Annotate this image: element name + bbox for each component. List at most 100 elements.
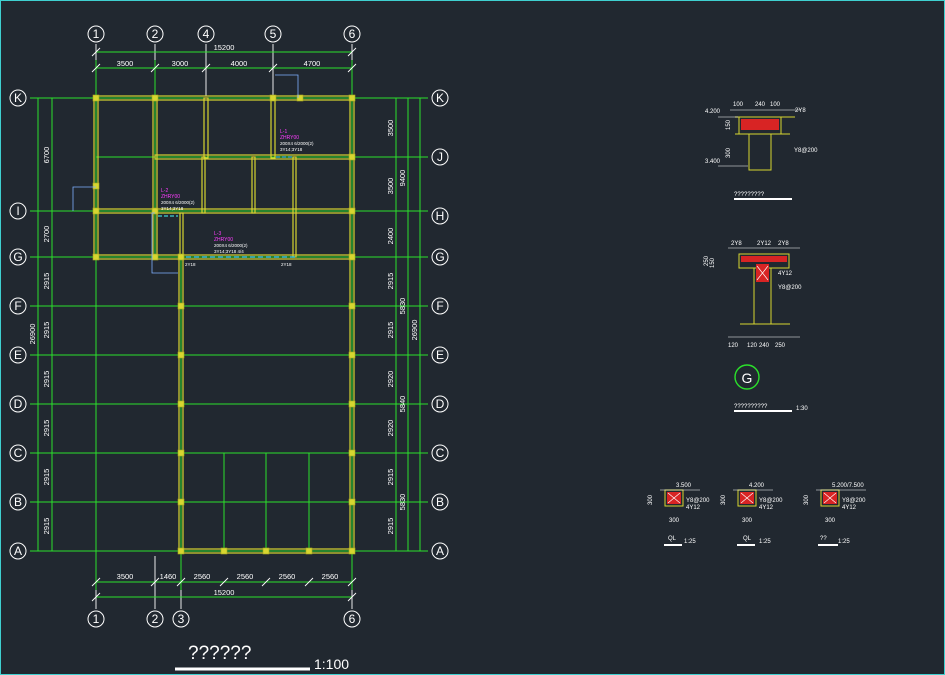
rebar-label: 2Y18 bbox=[185, 262, 196, 267]
dim-left-span: 2915 bbox=[42, 469, 51, 486]
axis-top-2: 2 bbox=[152, 27, 159, 41]
axis-left-K: K bbox=[14, 91, 22, 105]
beam-bars: 3Y14;3Y18 bbox=[161, 206, 184, 211]
axis-left-E: E bbox=[14, 348, 22, 362]
section-width: 300 bbox=[742, 518, 753, 524]
axis-right-E: E bbox=[436, 348, 444, 362]
left-axis-bubbles: K I G F E D C B A bbox=[9, 89, 27, 560]
axis-left-D: D bbox=[14, 397, 23, 411]
dim-top-span: 4700 bbox=[304, 59, 321, 68]
top-dimensions: 15200 3500 3000 4000 4700 bbox=[117, 43, 321, 68]
section-label: QL bbox=[668, 536, 677, 542]
section-bars: 4Y12 bbox=[842, 505, 857, 511]
axis-left-I: I bbox=[16, 204, 19, 218]
axis-left-F: F bbox=[14, 299, 21, 313]
detail-dim: 100 bbox=[733, 102, 744, 108]
section-1: 3.500 Y8@200 4Y12 300 300 QL 1:25 bbox=[648, 483, 710, 546]
dim-left-span: 2915 bbox=[42, 273, 51, 290]
dim-bottom-span: 1460 bbox=[160, 572, 177, 581]
dim-right-inner: 2915 bbox=[386, 273, 395, 290]
grid-lines bbox=[30, 51, 428, 598]
right-axis-bubbles: K J H G F E D C B A bbox=[431, 89, 449, 560]
axis-right-C: C bbox=[436, 446, 445, 460]
dim-right-total: 26900 bbox=[410, 320, 419, 341]
axis-bottom-3: 3 bbox=[178, 612, 185, 626]
detail-bottom-dim: 240 bbox=[759, 343, 770, 349]
detail-dim: 100 bbox=[770, 102, 781, 108]
dim-top-span: 4000 bbox=[231, 59, 248, 68]
column-nodes bbox=[92, 94, 356, 555]
dim-top-span: 3000 bbox=[172, 59, 189, 68]
axis-right-D: D bbox=[436, 397, 445, 411]
section-2: 4.200 Y8@200 4Y12 300 300 QL 1:25 bbox=[721, 483, 783, 546]
axis-left-A: A bbox=[14, 544, 22, 558]
section-height: 300 bbox=[648, 494, 654, 505]
beam-size: ZHRY00 bbox=[214, 237, 233, 243]
beam-mark: L-2 bbox=[161, 188, 168, 194]
axis-right-B: B bbox=[436, 495, 444, 509]
detail-caption-scale: 1:30 bbox=[796, 406, 808, 412]
bottom-axis-bubbles: 1 2 3 6 bbox=[87, 610, 361, 628]
dim-left-span: 2915 bbox=[42, 420, 51, 437]
dim-right-mid: 5830 bbox=[398, 494, 407, 511]
section-width: 300 bbox=[669, 518, 680, 524]
detail-note: Y8@200 bbox=[794, 148, 818, 154]
dim-top-total: 15200 bbox=[214, 43, 235, 52]
detail-side: 150 bbox=[710, 257, 716, 268]
beam-stirrup: 200X4 6/2000(2) bbox=[214, 243, 248, 248]
section-label: QL bbox=[743, 536, 752, 542]
dim-right-inner: 2920 bbox=[386, 371, 395, 388]
dim-bottom-span: 2560 bbox=[237, 572, 254, 581]
detail-bottom-dim: 120 bbox=[747, 343, 758, 349]
section-bars: 4Y12 bbox=[686, 505, 701, 511]
beam-size: ZHRY00 bbox=[161, 194, 180, 200]
beam-stirrup: 200X4 6/2000(2) bbox=[280, 141, 314, 146]
section-height: 300 bbox=[721, 494, 727, 505]
detail-dim: 240 bbox=[755, 102, 766, 108]
axis-left-G: G bbox=[13, 250, 22, 264]
axis-right-G: G bbox=[435, 250, 444, 264]
axis-left-C: C bbox=[14, 446, 23, 460]
detail-circle-label: G bbox=[742, 370, 753, 386]
detail-dim: 2Y8 bbox=[778, 241, 789, 247]
section-scale: 1:25 bbox=[759, 539, 771, 545]
axis-bottom-2: 2 bbox=[152, 612, 159, 626]
detail-caption: ?????????? bbox=[734, 404, 768, 410]
beam-size: ZHRY00 bbox=[280, 135, 299, 141]
detail-level: 4.200 bbox=[705, 109, 721, 115]
dim-bottom-span: 2560 bbox=[322, 572, 339, 581]
dim-top-span: 3500 bbox=[117, 59, 134, 68]
section-stirrup: Y8@200 bbox=[686, 498, 710, 504]
dim-right-inner: 2915 bbox=[386, 518, 395, 535]
axis-right-A: A bbox=[436, 544, 444, 558]
right-dimensions: 3500 3500 2400 2915 2915 2920 2920 2915 … bbox=[386, 120, 419, 535]
dim-left-span: 6700 bbox=[42, 147, 51, 164]
dimension-ticks bbox=[91, 47, 357, 602]
drawing-title: ?????? bbox=[188, 643, 251, 664]
beam-annotation-3: L-3 ZHRY00 200X4 6/2000(2) 3Y14;3Y18 4/4 bbox=[214, 231, 248, 254]
detail-bottom-dim: 250 bbox=[775, 343, 786, 349]
axis-top-1: 1 bbox=[93, 27, 100, 41]
dim-right-mid: 5840 bbox=[398, 396, 407, 413]
section-level: 5.200/7.500 bbox=[832, 483, 864, 489]
dim-right-inner: 2920 bbox=[386, 420, 395, 437]
beam-bars: 3Y14;3Y18 4/4 bbox=[214, 249, 244, 254]
beam-mark: L-3 bbox=[214, 231, 221, 237]
section-label: ?? bbox=[820, 536, 827, 542]
beam-stirrup: 200X4 6/2000(2) bbox=[161, 200, 195, 205]
dim-right-inner: 2915 bbox=[386, 322, 395, 339]
detail-side: 300 bbox=[726, 147, 732, 158]
axis-top-4: 4 bbox=[203, 27, 210, 41]
beam-annotation-2: L-2 ZHRY00 200X4 6/2000(2) 3Y14;3Y18 bbox=[161, 188, 195, 211]
section-stirrup: Y8@200 bbox=[842, 498, 866, 504]
section-cut-lines bbox=[72, 74, 299, 274]
dim-right-inner: 3500 bbox=[386, 120, 395, 137]
section-stirrup: Y8@200 bbox=[759, 498, 783, 504]
axis-right-F: F bbox=[436, 299, 443, 313]
axis-right-J: J bbox=[437, 150, 443, 164]
section-3: 5.200/7.500 Y8@200 4Y12 300 300 ?? 1:25 bbox=[804, 483, 866, 546]
dim-bottom-span: 3500 bbox=[117, 572, 134, 581]
dim-left-span: 2915 bbox=[42, 322, 51, 339]
detail-dim: 2Y12 bbox=[757, 241, 772, 247]
